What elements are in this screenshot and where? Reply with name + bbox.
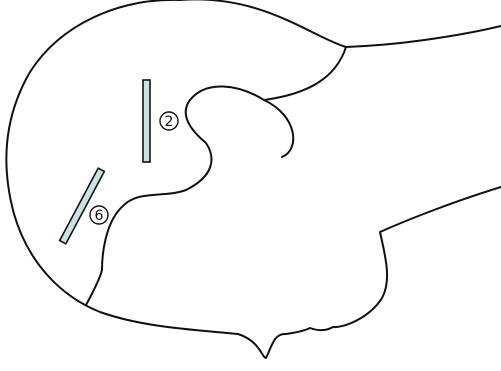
- electrode-2-label: 2: [160, 112, 178, 130]
- ear-helix-line: [86, 86, 293, 305]
- label-text-2: 2: [165, 114, 174, 130]
- electrode-2-marker: [143, 80, 150, 162]
- electrode-6-label: 6: [90, 206, 108, 224]
- head-contour-line: [6, 0, 501, 358]
- upper-connector-line: [264, 47, 346, 100]
- label-text-6: 6: [95, 208, 104, 224]
